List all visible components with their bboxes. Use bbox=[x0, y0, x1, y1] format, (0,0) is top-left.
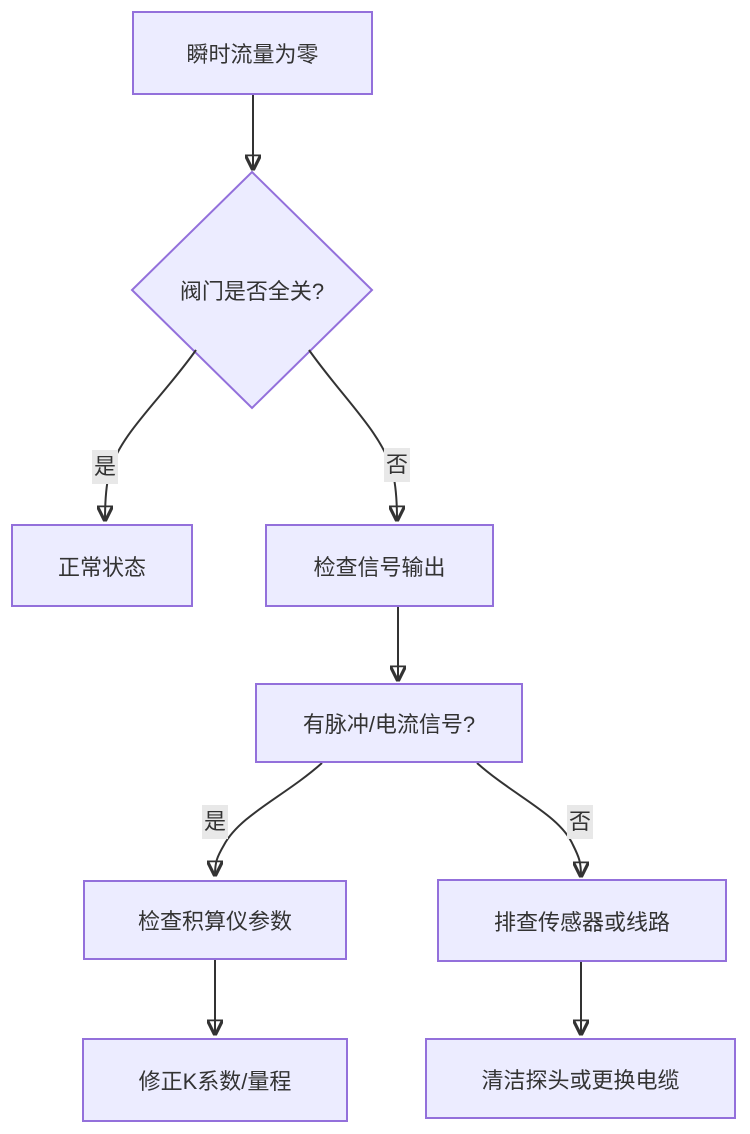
node-clean-probe-or-replace-cable: 清洁探头或更换电缆 bbox=[425, 1038, 736, 1119]
edge-label-no-2: 否 bbox=[566, 805, 594, 839]
node-label: 检查信号输出 bbox=[313, 554, 446, 580]
node-label: 清洁探头或更换电缆 bbox=[481, 1067, 680, 1093]
node-label: 有脉冲/电流信号? bbox=[302, 712, 476, 737]
node-label: 检查积算仪参数 bbox=[137, 909, 292, 934]
node-label: 瞬时流量为零 bbox=[186, 42, 319, 67]
node-correct-k-factor-range: 修正K系数/量程 bbox=[82, 1038, 348, 1122]
edge-e-g-no bbox=[476, 762, 581, 876]
node-label: 正常状态 bbox=[57, 554, 146, 580]
node-inspect-sensor-or-wiring: 排查传感器或线路 bbox=[437, 879, 727, 962]
node-check-totalizer-parameters: 检查积算仪参数 bbox=[83, 880, 347, 960]
node-label: 修正K系数/量程 bbox=[138, 1069, 292, 1094]
node-pulse-current-signal-question: 有脉冲/电流信号? bbox=[255, 683, 523, 763]
node-label: 阀门是否全关? bbox=[179, 279, 325, 304]
node-check-signal-output: 检查信号输出 bbox=[265, 524, 494, 607]
node-valve-fully-closed-decision: 阀门是否全关? bbox=[132, 172, 372, 408]
edge-e-f-yes bbox=[215, 762, 323, 875]
node-normal-state: 正常状态 bbox=[11, 524, 193, 607]
decision-diamond-shape bbox=[130, 170, 374, 410]
edge-label-yes-1: 是 bbox=[91, 450, 119, 484]
edge-label-no-1: 否 bbox=[383, 448, 411, 482]
node-label: 排查传感器或线路 bbox=[493, 909, 670, 935]
node-instant-flow-zero: 瞬时流量为零 bbox=[132, 11, 373, 95]
edge-label-yes-2: 是 bbox=[201, 805, 229, 839]
